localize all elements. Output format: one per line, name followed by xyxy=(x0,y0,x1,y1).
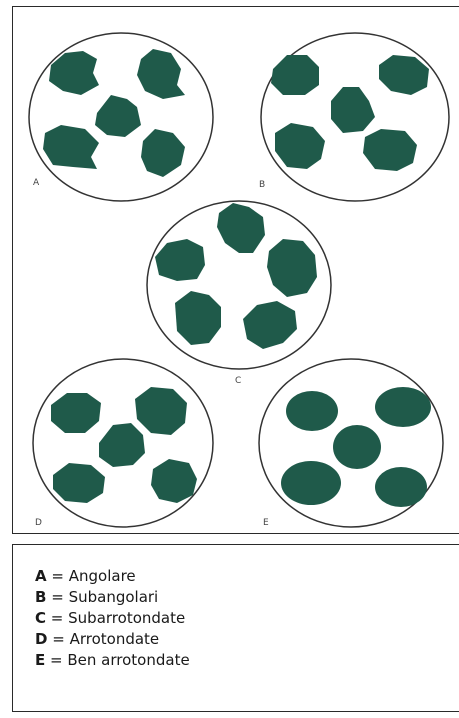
legend-label: Arrotondate xyxy=(70,630,160,648)
grain-a2 xyxy=(137,49,185,99)
legend-item-e: E = Ben arrotondate xyxy=(35,651,190,669)
legend-item-b: B = Subangolari xyxy=(35,588,158,606)
grain-a5 xyxy=(141,129,185,177)
panel-e: E xyxy=(259,359,443,528)
panel-c: C xyxy=(147,201,331,386)
legend-item-d: D = Arrotondate xyxy=(35,630,159,648)
grain-c2 xyxy=(155,239,205,281)
grain-b2 xyxy=(379,55,429,95)
grain-d4 xyxy=(53,463,105,503)
panel-d-letter: D xyxy=(35,518,42,528)
panel-c-letter: C xyxy=(235,376,241,386)
legend-key: E xyxy=(35,651,45,669)
legend-key: A xyxy=(35,567,47,585)
grain-b5 xyxy=(363,129,417,171)
grain-e5 xyxy=(375,467,427,507)
grain-c1 xyxy=(217,203,265,253)
legend-box: A = Angolare B = Subangolari C = Subarro… xyxy=(12,544,459,712)
grain-c4 xyxy=(175,291,221,345)
diagram-canvas: A B C D xyxy=(13,7,459,535)
legend-item-c: C = Subarrotondate xyxy=(35,609,185,627)
grain-b3 xyxy=(331,87,375,133)
legend-key: D xyxy=(35,630,47,648)
grain-d5 xyxy=(151,459,197,503)
grain-e2 xyxy=(375,387,431,427)
legend-label: Subangolari xyxy=(69,588,159,606)
grain-a3 xyxy=(95,95,141,137)
legend-sep: = xyxy=(51,588,64,606)
grain-e3 xyxy=(333,425,381,469)
panel-b: B xyxy=(259,33,449,201)
grain-b1 xyxy=(271,55,319,95)
grain-b4 xyxy=(275,123,325,169)
legend-key: C xyxy=(35,609,46,627)
roundness-diagram: A B C D xyxy=(12,6,459,534)
grain-e4 xyxy=(281,461,341,505)
legend-item-a: A = Angolare xyxy=(35,567,136,585)
grain-e1 xyxy=(286,391,338,431)
panel-a: A xyxy=(29,33,213,201)
grain-d2 xyxy=(135,387,187,435)
legend-label: Subarrotondate xyxy=(68,609,185,627)
legend-sep: = xyxy=(51,567,64,585)
legend-sep: = xyxy=(52,630,65,648)
panel-b-letter: B xyxy=(259,180,265,190)
legend-label: Angolare xyxy=(69,567,136,585)
panel-d: D xyxy=(33,359,213,528)
grain-c5 xyxy=(243,301,297,349)
grain-c3 xyxy=(267,239,317,297)
legend-label: Ben arrotondate xyxy=(67,651,189,669)
panel-e-letter: E xyxy=(263,518,269,528)
legend-sep: = xyxy=(50,651,63,669)
grain-d1 xyxy=(51,393,101,433)
grain-d3 xyxy=(99,423,145,467)
panel-a-letter: A xyxy=(33,178,40,188)
grain-a4 xyxy=(43,125,99,169)
legend-key: B xyxy=(35,588,46,606)
legend-sep: = xyxy=(51,609,64,627)
